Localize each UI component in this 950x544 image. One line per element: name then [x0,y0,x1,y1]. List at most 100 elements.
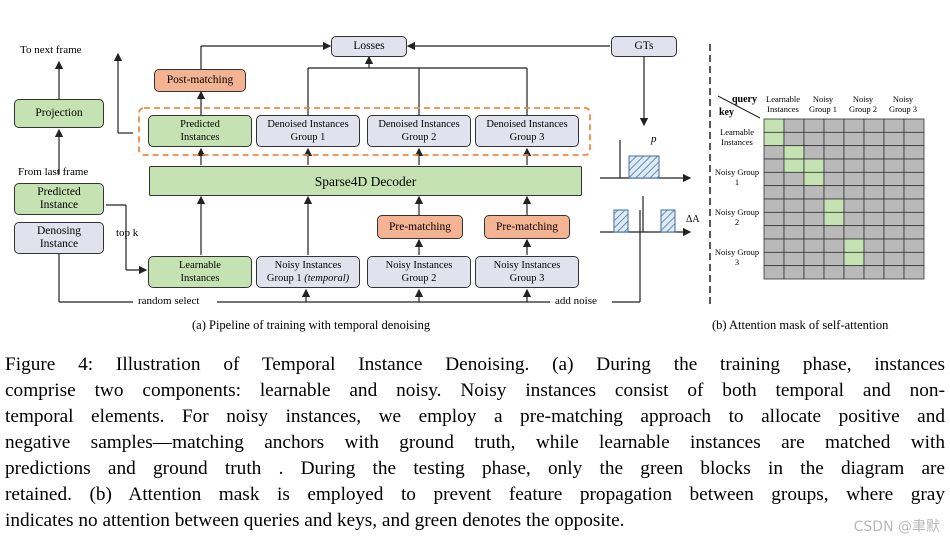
mask-cell [843,158,865,173]
mask-cell [903,251,925,267]
mask-cell [783,131,805,147]
mask-cell [883,265,905,280]
connector-lines [54,41,761,305]
mask-cell [783,265,805,280]
mask-cell [803,185,825,200]
mask-cell [863,185,885,200]
input-noisy-group-3: Noisy Instances Group 3 [475,256,579,288]
mask-cell [803,158,825,173]
mask-cell [903,118,925,133]
subcaption-b: (b) Attention mask of self-attention [712,318,889,332]
pre-matching-box-2: Pre-matching [484,215,570,239]
mask-cell [863,238,885,253]
watermark: CSDN @聿默 [853,519,940,535]
mask-cell [803,238,825,253]
top-k-label: top k [116,227,139,239]
mask-cell [863,131,885,147]
mask-cell [843,198,865,213]
mask-cell [843,251,865,267]
mask-cell [903,171,925,187]
mask-cell [863,171,885,187]
mask-cell [843,185,865,200]
mask-cell [763,185,785,200]
mask-cell [823,131,845,147]
mask-cell [803,265,825,280]
input-noisy-group-1: Noisy Instances Group 1 (temporal) [256,256,360,288]
caption-line: negative samples—matching anchors with g… [5,432,945,453]
mask-cell [903,158,925,173]
post-matching-box: Post-matching [154,69,246,92]
mask-cell [883,185,905,200]
mask-column-header: Noisy Group 1 [808,94,838,114]
mask-row-header: Noisy Group 2 [714,207,760,227]
mask-cell [823,211,845,227]
mask-cell [883,118,905,133]
input-noisy-group-2: Noisy Instances Group 2 [367,256,471,288]
add-noise-label: add noise [555,295,597,307]
mask-cell [763,118,785,133]
mask-cell [903,145,925,160]
mask-cell [823,265,845,280]
mask-cell [783,225,805,240]
query-label: query [732,94,757,105]
mask-cell [843,265,865,280]
mask-cell [823,145,845,160]
mask-column-header: Learnable Instances [766,94,800,114]
subcaption-a: (a) Pipeline of training with temporal d… [192,318,431,332]
mask-cell [803,145,825,160]
figure-caption: Figure 4: Illustration of Temporal Insta… [5,352,945,534]
mask-cell [783,185,805,200]
predicted-instance-box: Predicted Instance [14,183,104,215]
mask-cell [863,118,885,133]
mask-cell [763,225,785,240]
mask-row-header: Learnable Instances [720,127,754,147]
mask-cell [763,238,785,253]
mask-cell [783,158,805,173]
mask-cell [803,251,825,267]
denosing-instance-box: Denosing Instance [14,222,104,254]
mask-cell [903,185,925,200]
output-denoised-group-1: Denoised Instances Group 1 [256,115,360,147]
losses-box: Losses [331,36,407,57]
random-select-label: random select [138,295,200,307]
mask-cell [823,225,845,240]
mask-cell [803,171,825,187]
input-noisy-group-1-sub: Group 1 (temporal) [267,272,349,285]
mask-cell [763,251,785,267]
mask-cell [803,211,825,227]
mask-column-header: Noisy Group 2 [848,94,878,114]
projection-box: Projection [14,99,104,128]
pre-matching-box-1: Pre-matching [377,215,463,239]
mask-cell [843,225,865,240]
mask-cell [883,225,905,240]
mask-cell [783,145,805,160]
mask-cell [883,238,905,253]
mask-cell [843,171,865,187]
mask-cell [883,211,905,227]
mask-cell [883,158,905,173]
mask-cell [863,265,885,280]
mask-row-header: Noisy Group 3 [714,247,760,267]
caption-line: retained. (b) Attention mask is employed… [5,484,945,505]
caption-line: comprise two components: learnable and n… [5,380,945,401]
mask-cell [763,131,785,147]
mask-cell [783,118,805,133]
figure: To next frame Projection From last frame… [14,36,925,332]
mask-cell [863,198,885,213]
input-noisy-group-1-group: Group 1 [266,273,302,284]
mask-cell [903,211,925,227]
mask-cell [903,265,925,280]
mask-cell [803,225,825,240]
mask-cell [883,131,905,147]
mask-cell [883,171,905,187]
mask-cell [783,211,805,227]
mask-cell [843,145,865,160]
mask-cell [883,145,905,160]
mask-cell [863,158,885,173]
caption-line: temporal elements. For noisy instances, … [5,406,945,427]
mask-cell [863,145,885,160]
key-label: key [719,107,734,118]
mask-cell [763,198,785,213]
caption-line: indicates no attention between queries a… [5,510,625,531]
mask-cell [803,131,825,147]
